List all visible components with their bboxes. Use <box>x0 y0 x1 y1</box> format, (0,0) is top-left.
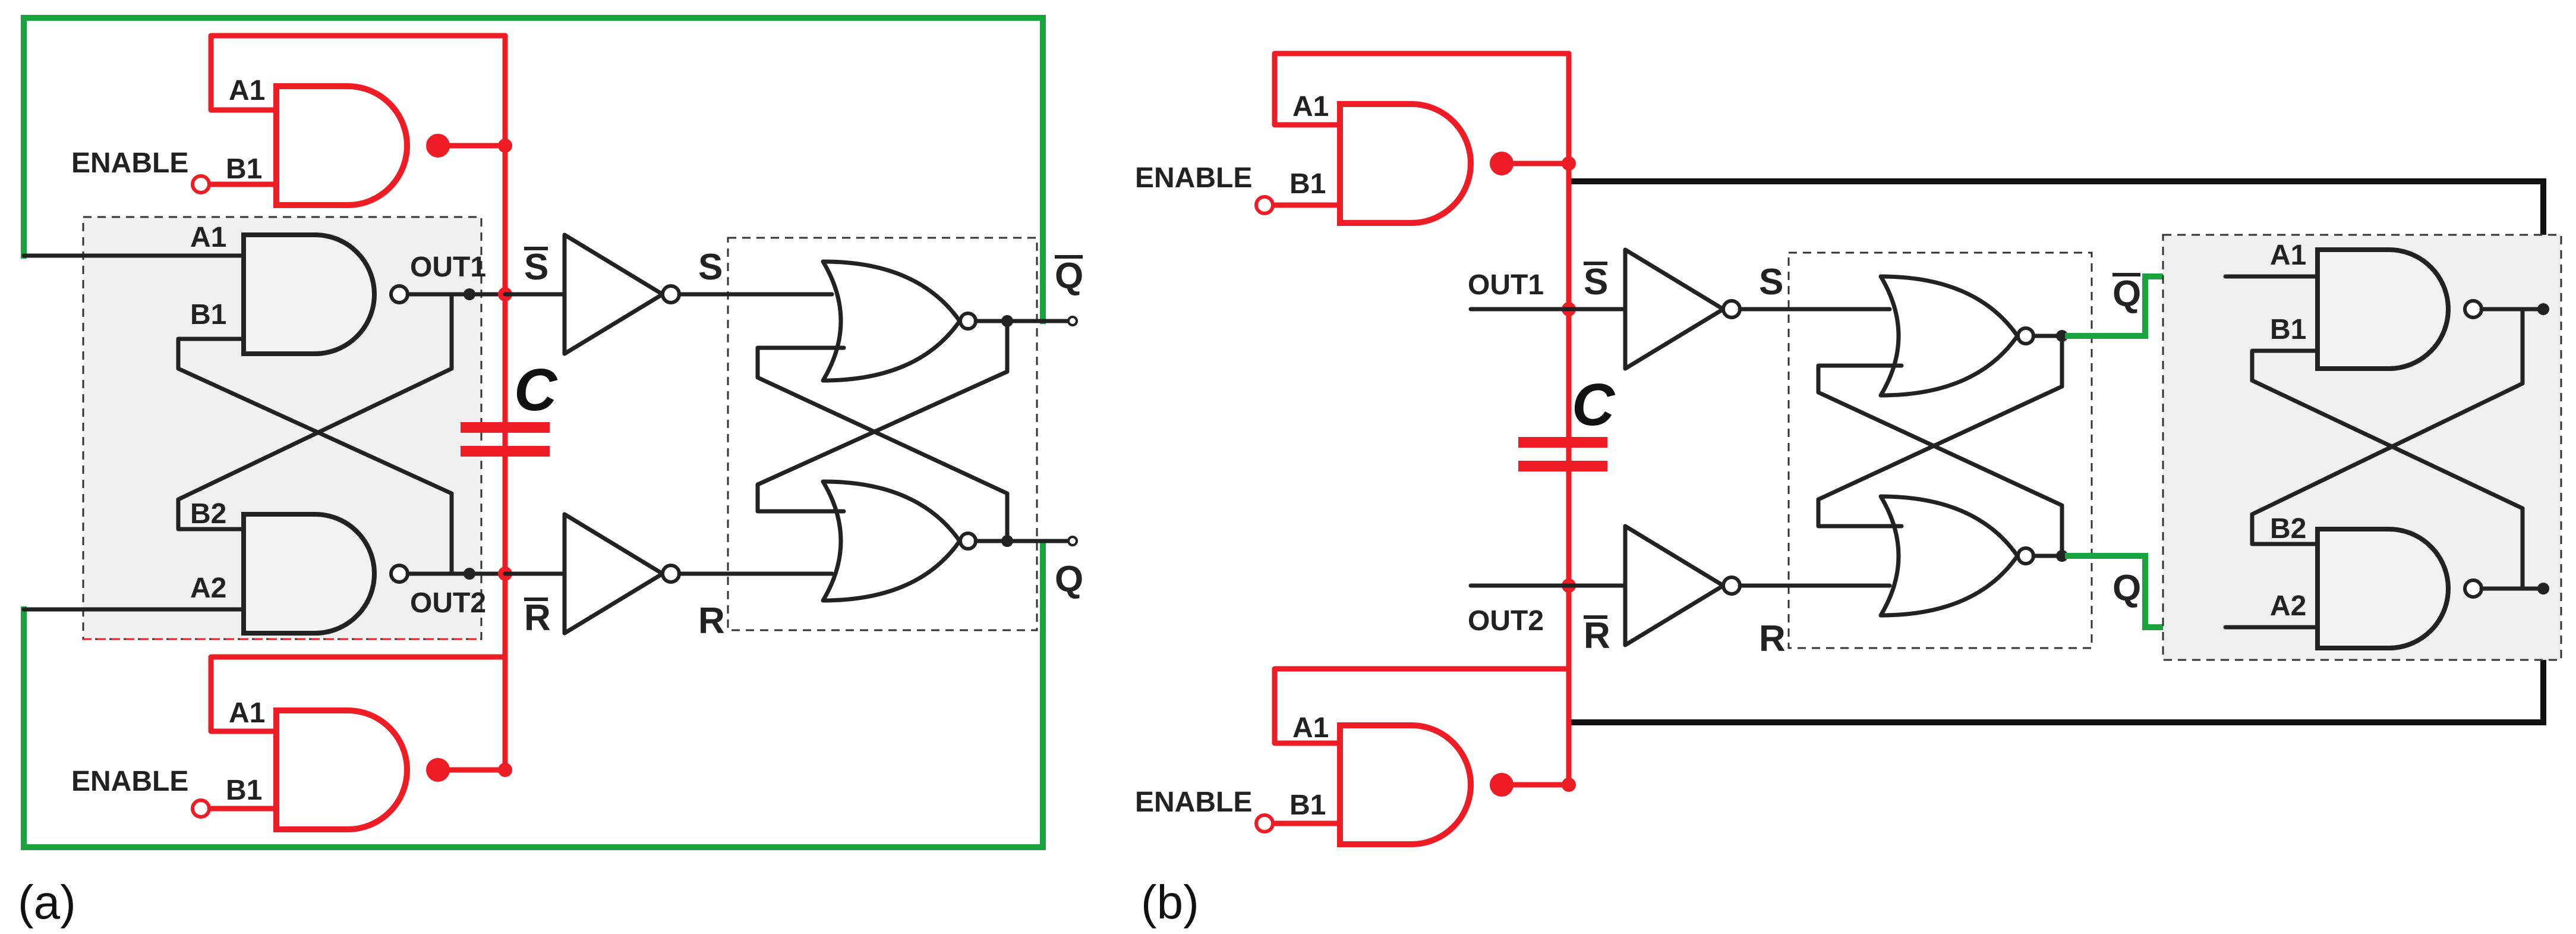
q-label-a: Q <box>1055 559 1083 600</box>
buffer-s-b <box>1625 250 1723 369</box>
or-gate-bottom-a <box>823 482 960 600</box>
out1-label: OUT1 <box>410 251 486 283</box>
or-gate-bottom-b <box>1881 496 2017 615</box>
panel-b: A1 B1 ENABLE A1 B1 ENABLE OUT1 OUT2 C S … <box>1135 51 2562 929</box>
buffer-r-b <box>1625 526 1723 645</box>
latch-a2-label: A2 <box>190 573 226 604</box>
latch-nand-top-a <box>244 235 374 354</box>
nand-bottom-b1-label-b: B1 <box>1289 790 1326 821</box>
feedback-wire-bottom <box>21 541 1046 850</box>
latch-a1-label: A1 <box>190 222 226 253</box>
enable-bottom-label: ENABLE <box>71 766 188 797</box>
capacitor-b-label: C <box>1572 372 1616 438</box>
nand-top-b1-label: B1 <box>226 153 262 185</box>
s-bar-label-b: S <box>1584 262 1608 303</box>
r-bar-label-b: R <box>1584 615 1610 656</box>
latch-a1-label-b: A1 <box>2270 240 2306 271</box>
feedback-wire-top <box>21 15 1046 324</box>
nand-top-a1-label-b: A1 <box>1292 91 1329 122</box>
latch-b2-label: B2 <box>190 498 226 530</box>
latch-nand-top-b <box>2318 250 2448 369</box>
q-bar-label-b: Q <box>2112 273 2141 315</box>
nand-top-b1-label-b: B1 <box>1289 168 1326 200</box>
latch-nand-bottom-a <box>244 514 374 633</box>
enable-bottom-label-b: ENABLE <box>1135 787 1252 818</box>
capacitor-b <box>1518 437 1607 448</box>
enable-nand-bottom-a <box>276 710 407 829</box>
panel-a: A1 B1 B2 A2 OUT1 OUT2 A1 B1 ENABLE A1 B1… <box>18 15 1083 929</box>
s-label-a: S <box>698 247 723 288</box>
enable-nand-top-a <box>276 86 407 205</box>
latch-b1-label-b: B1 <box>2270 314 2306 345</box>
latch-a2-label-b: A2 <box>2270 590 2306 622</box>
latch-b1-label: B1 <box>190 299 226 331</box>
out2-label-b: OUT2 <box>1468 605 1544 637</box>
s-label-b: S <box>1759 262 1783 303</box>
out1-label-b: OUT1 <box>1468 269 1544 301</box>
or-latch-box-a <box>727 237 1038 631</box>
or-gate-top-b <box>1881 276 2017 395</box>
latch-b2-label-b: B2 <box>2270 513 2306 545</box>
q-bar-label-a: Q <box>1055 256 1083 297</box>
enable-nand-top-b <box>1340 104 1471 223</box>
capacitor-a-label: C <box>514 357 558 423</box>
nand-bottom-a1-label-b: A1 <box>1292 712 1329 744</box>
r-label-b: R <box>1759 618 1786 659</box>
out2-label: OUT2 <box>410 587 486 619</box>
q-label-b: Q <box>2112 568 2141 609</box>
panel-b-label: (b) <box>1141 876 1199 929</box>
buffer-s-a <box>565 235 663 354</box>
nand-bottom-b1-label: B1 <box>226 775 262 806</box>
capacitor-a <box>461 422 550 433</box>
panel-a-label: (a) <box>18 876 76 929</box>
buffer-r-a <box>565 514 663 633</box>
nand-top-a1-label: A1 <box>229 75 265 106</box>
latch-nand-bottom-b <box>2318 529 2448 648</box>
enable-top-label-b: ENABLE <box>1135 162 1252 194</box>
s-bar-label-a: S <box>524 247 548 288</box>
enable-nand-bottom-b <box>1340 725 1471 844</box>
enable-top-label: ENABLE <box>71 147 188 179</box>
or-gate-top-a <box>823 262 960 380</box>
r-label-a: R <box>698 600 725 641</box>
or-latch-box-b <box>1787 251 2093 649</box>
r-bar-label-a: R <box>524 597 551 639</box>
nand-bottom-a1-label: A1 <box>229 697 265 729</box>
